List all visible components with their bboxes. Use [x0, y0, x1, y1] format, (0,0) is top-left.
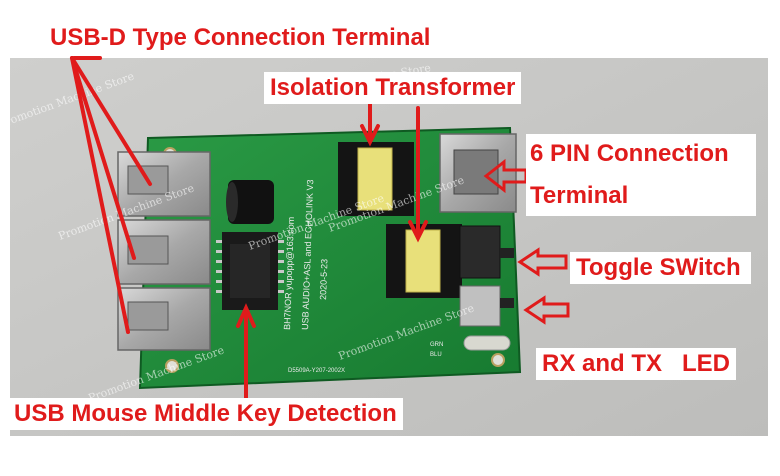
label-6-pin-line2: Terminal [530, 182, 629, 209]
rx-tx-led [463, 335, 511, 351]
main-chip [216, 232, 284, 310]
label-rx-tx-led: RX and TX LED [536, 348, 737, 380]
toggle-switches [459, 225, 514, 327]
label-6-pin-line1: 6 PIN Connection [530, 140, 729, 167]
callout-arrows [70, 56, 570, 400]
six-pin-connector [439, 133, 517, 213]
isolation-transformers [338, 142, 462, 298]
dc-jack [228, 180, 274, 224]
label-toggle-switch: Toggle SWitch [570, 252, 751, 284]
label-usb-mouse-middle-key-detection: USB Mouse Middle Key Detection [8, 398, 403, 430]
led-label-grn: GRN [430, 342, 443, 348]
led-label-blu: BLU [430, 352, 442, 358]
board-text-3: 2020-5-23 [318, 259, 329, 300]
label-6-pin-connection-terminal: 6 PIN Connection Terminal [526, 134, 756, 216]
label-usb-d-connection-terminal: USB-D Type Connection Terminal [44, 22, 437, 56]
board-text-bottom: D5509A-Y207-2002X [288, 368, 345, 374]
board-text-1: BH7NOR yupopp@163.com [282, 217, 296, 330]
label-isolation-transformer: Isolation Transformer [264, 72, 522, 104]
usb-connectors [117, 151, 211, 351]
